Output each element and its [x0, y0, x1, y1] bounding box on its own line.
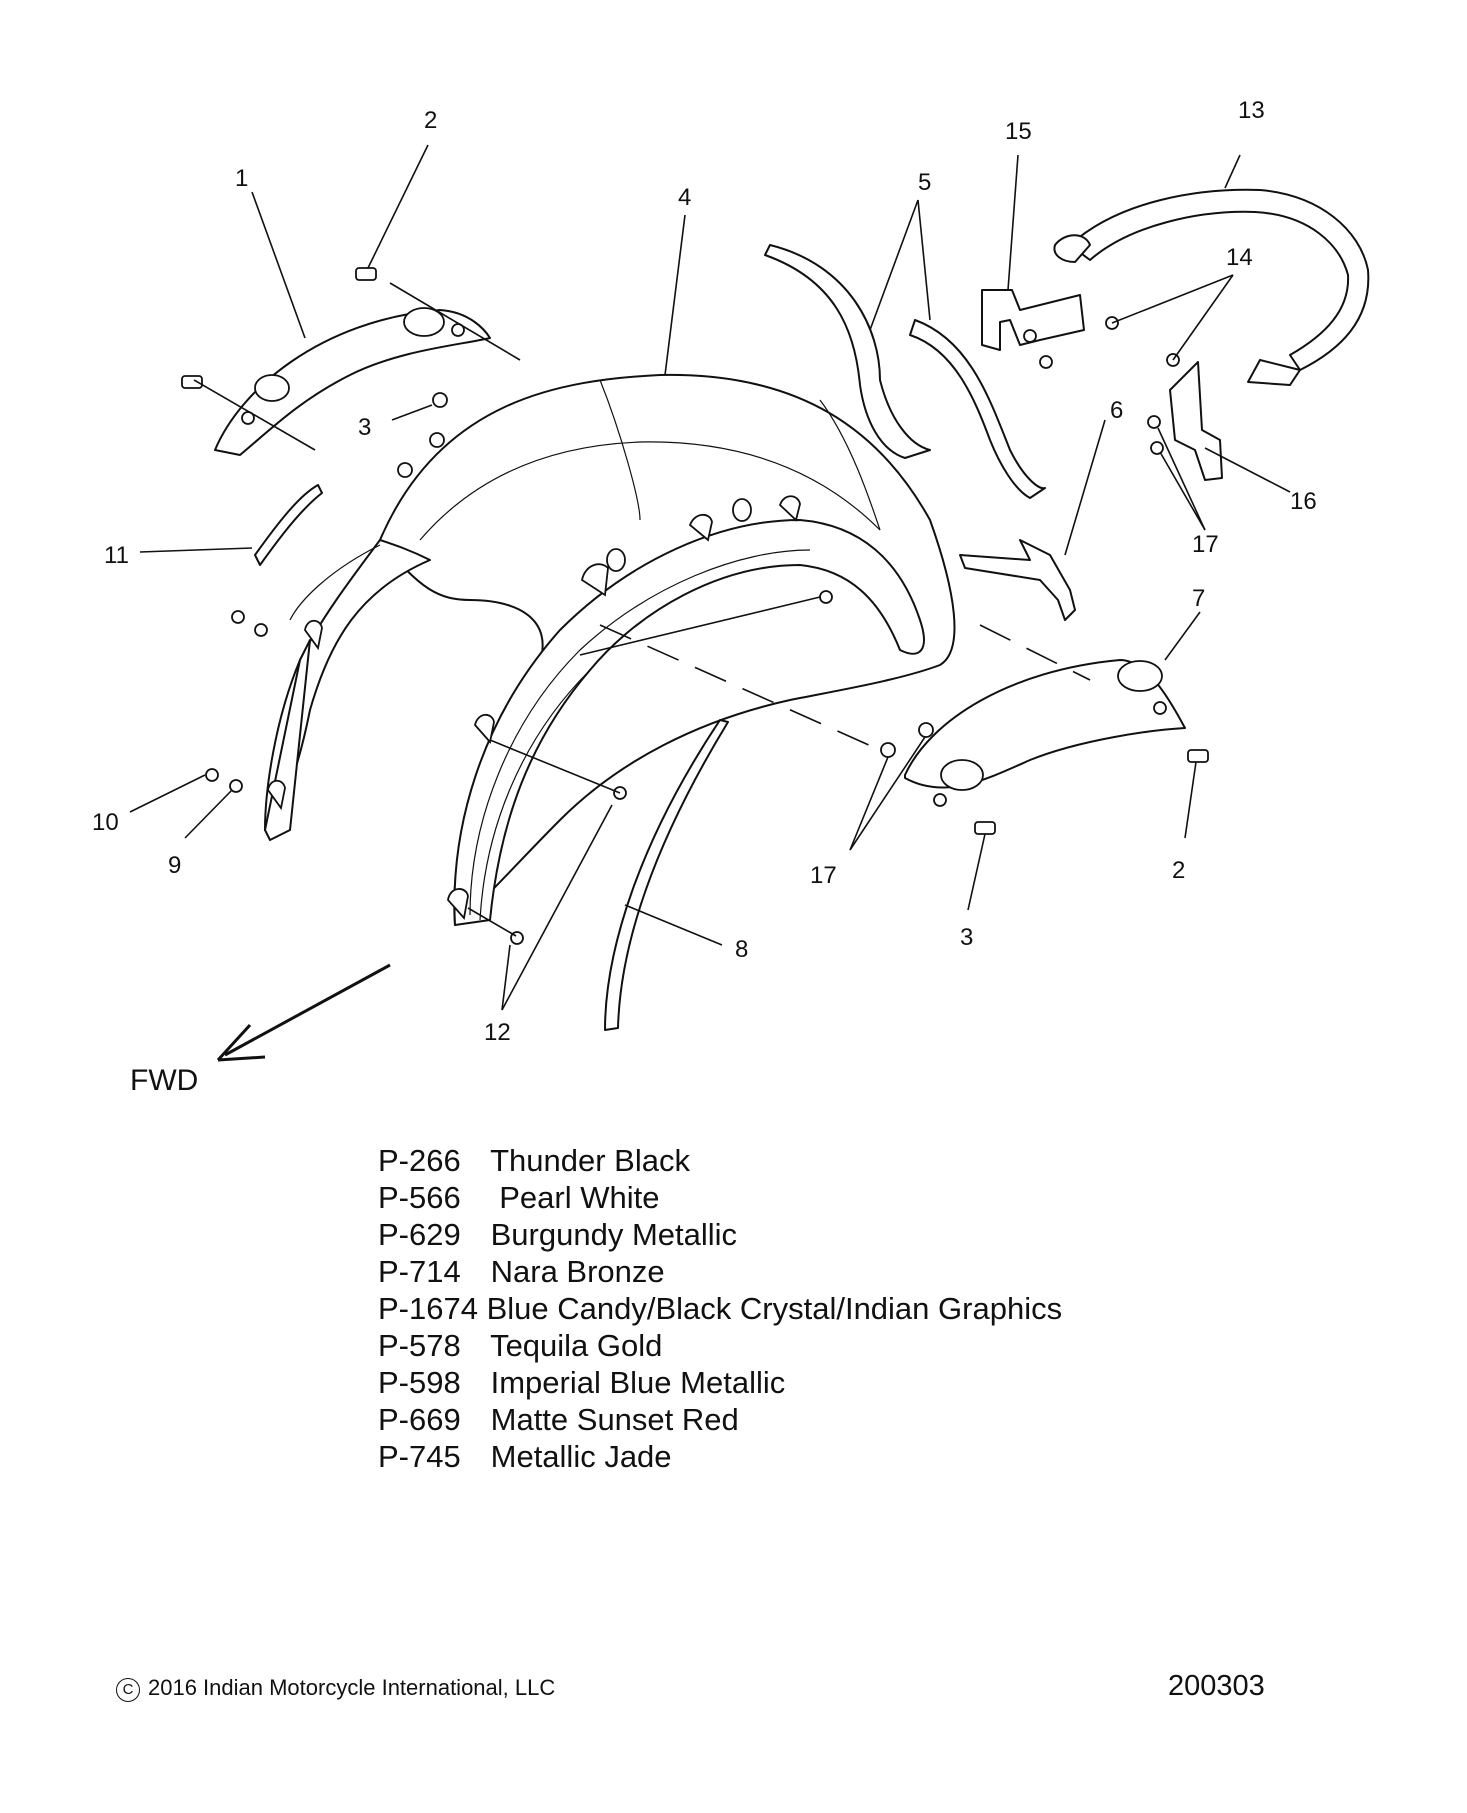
callout-17-lower: 17	[810, 862, 837, 889]
callout-12: 12	[484, 1019, 511, 1046]
callout-4: 4	[678, 184, 691, 211]
callout-7: 7	[1192, 585, 1205, 612]
paint-code: P-266	[378, 1143, 461, 1178]
callout-8: 8	[735, 936, 748, 963]
paint-name: Metallic Jade	[490, 1439, 672, 1474]
paint-code-item: P-578 Tequila Gold	[378, 1327, 1062, 1364]
forward-arrow	[216, 963, 391, 1062]
callout-9: 9	[168, 852, 181, 879]
paint-name: Matte Sunset Red	[490, 1402, 739, 1437]
paint-code: P-1674	[378, 1291, 478, 1326]
paint-name: Pearl White	[490, 1180, 660, 1215]
paint-code: P-566	[378, 1180, 461, 1215]
rear-fender	[264, 373, 956, 926]
callout-15: 15	[1005, 118, 1032, 145]
bracket-rear	[1169, 361, 1223, 481]
callout-13: 13	[1238, 97, 1265, 124]
paint-code-item: P-629 Burgundy Metallic	[378, 1216, 1062, 1253]
paint-name: Imperial Blue Metallic	[490, 1365, 786, 1400]
copyright-icon: C	[116, 1678, 140, 1702]
paint-code-item: P-266 Thunder Black	[378, 1142, 1062, 1179]
paint-code-item: P-1674 Blue Candy/Black Crystal/Indian G…	[378, 1290, 1062, 1327]
callout-14: 14	[1226, 244, 1253, 271]
paint-name: Burgundy Metallic	[490, 1217, 738, 1252]
callout-2: 2	[424, 107, 437, 134]
paint-code-item: P-598 Imperial Blue Metallic	[378, 1364, 1062, 1401]
callout-17: 17	[1192, 531, 1219, 558]
paint-name: Blue Candy/Black Crystal/Indian Graphics	[486, 1291, 1063, 1326]
paint-code-item: P-714 Nara Bronze	[378, 1253, 1062, 1290]
trim-strips	[764, 244, 1046, 499]
callout-numbers: 1 2 3 4 5 6 7 8 9 10 11 12 13 14 15 16 1…	[92, 97, 1317, 1046]
paint-code-item: P-669 Matte Sunset Red	[378, 1401, 1062, 1438]
grab-rail	[1053, 188, 1370, 386]
diagram-number: 200303	[1168, 1670, 1265, 1702]
exploded-parts-diagram: FWD 1 2 3 4 5 6 7 8 9 10 11 12 13 14 15 …	[92, 97, 1370, 1097]
paint-code: P-598	[378, 1365, 461, 1400]
right-light-bar	[904, 659, 1186, 807]
paint-code-item: P-566 Pearl White	[378, 1179, 1062, 1216]
callout-5: 5	[918, 169, 931, 196]
callout-3-lower: 3	[960, 924, 973, 951]
callout-1: 1	[235, 165, 248, 192]
paint-name: Nara Bronze	[490, 1254, 665, 1289]
callout-2-lower: 2	[1172, 857, 1185, 884]
left-light-bar	[214, 307, 491, 456]
copyright-notice: C 2016 Indian Motorcycle International, L…	[116, 1675, 555, 1702]
callout-11: 11	[104, 542, 129, 569]
callout-10: 10	[92, 809, 119, 836]
paint-code: P-629	[378, 1217, 461, 1252]
paint-code: P-669	[378, 1402, 461, 1437]
paint-code-list: P-266 Thunder Black P-566 Pearl White P-…	[378, 1142, 1062, 1475]
callout-6: 6	[1110, 397, 1123, 424]
hardware	[181, 267, 1209, 945]
side-trim	[254, 484, 323, 566]
leader-lines	[129, 144, 1291, 1011]
fender-emblem	[959, 539, 1076, 621]
paint-code: P-714	[378, 1254, 461, 1289]
paint-name: Thunder Black	[490, 1143, 690, 1178]
forward-label: FWD	[130, 1064, 198, 1097]
paint-code-item: P-745 Metallic Jade	[378, 1438, 1062, 1475]
copyright-text: 2016 Indian Motorcycle International, LL…	[148, 1675, 556, 1700]
callout-3: 3	[358, 414, 371, 441]
callout-16: 16	[1290, 488, 1317, 515]
paint-name: Tequila Gold	[490, 1328, 663, 1363]
paint-code: P-745	[378, 1439, 461, 1474]
paint-code: P-578	[378, 1328, 461, 1363]
arch-trim	[604, 719, 729, 1031]
